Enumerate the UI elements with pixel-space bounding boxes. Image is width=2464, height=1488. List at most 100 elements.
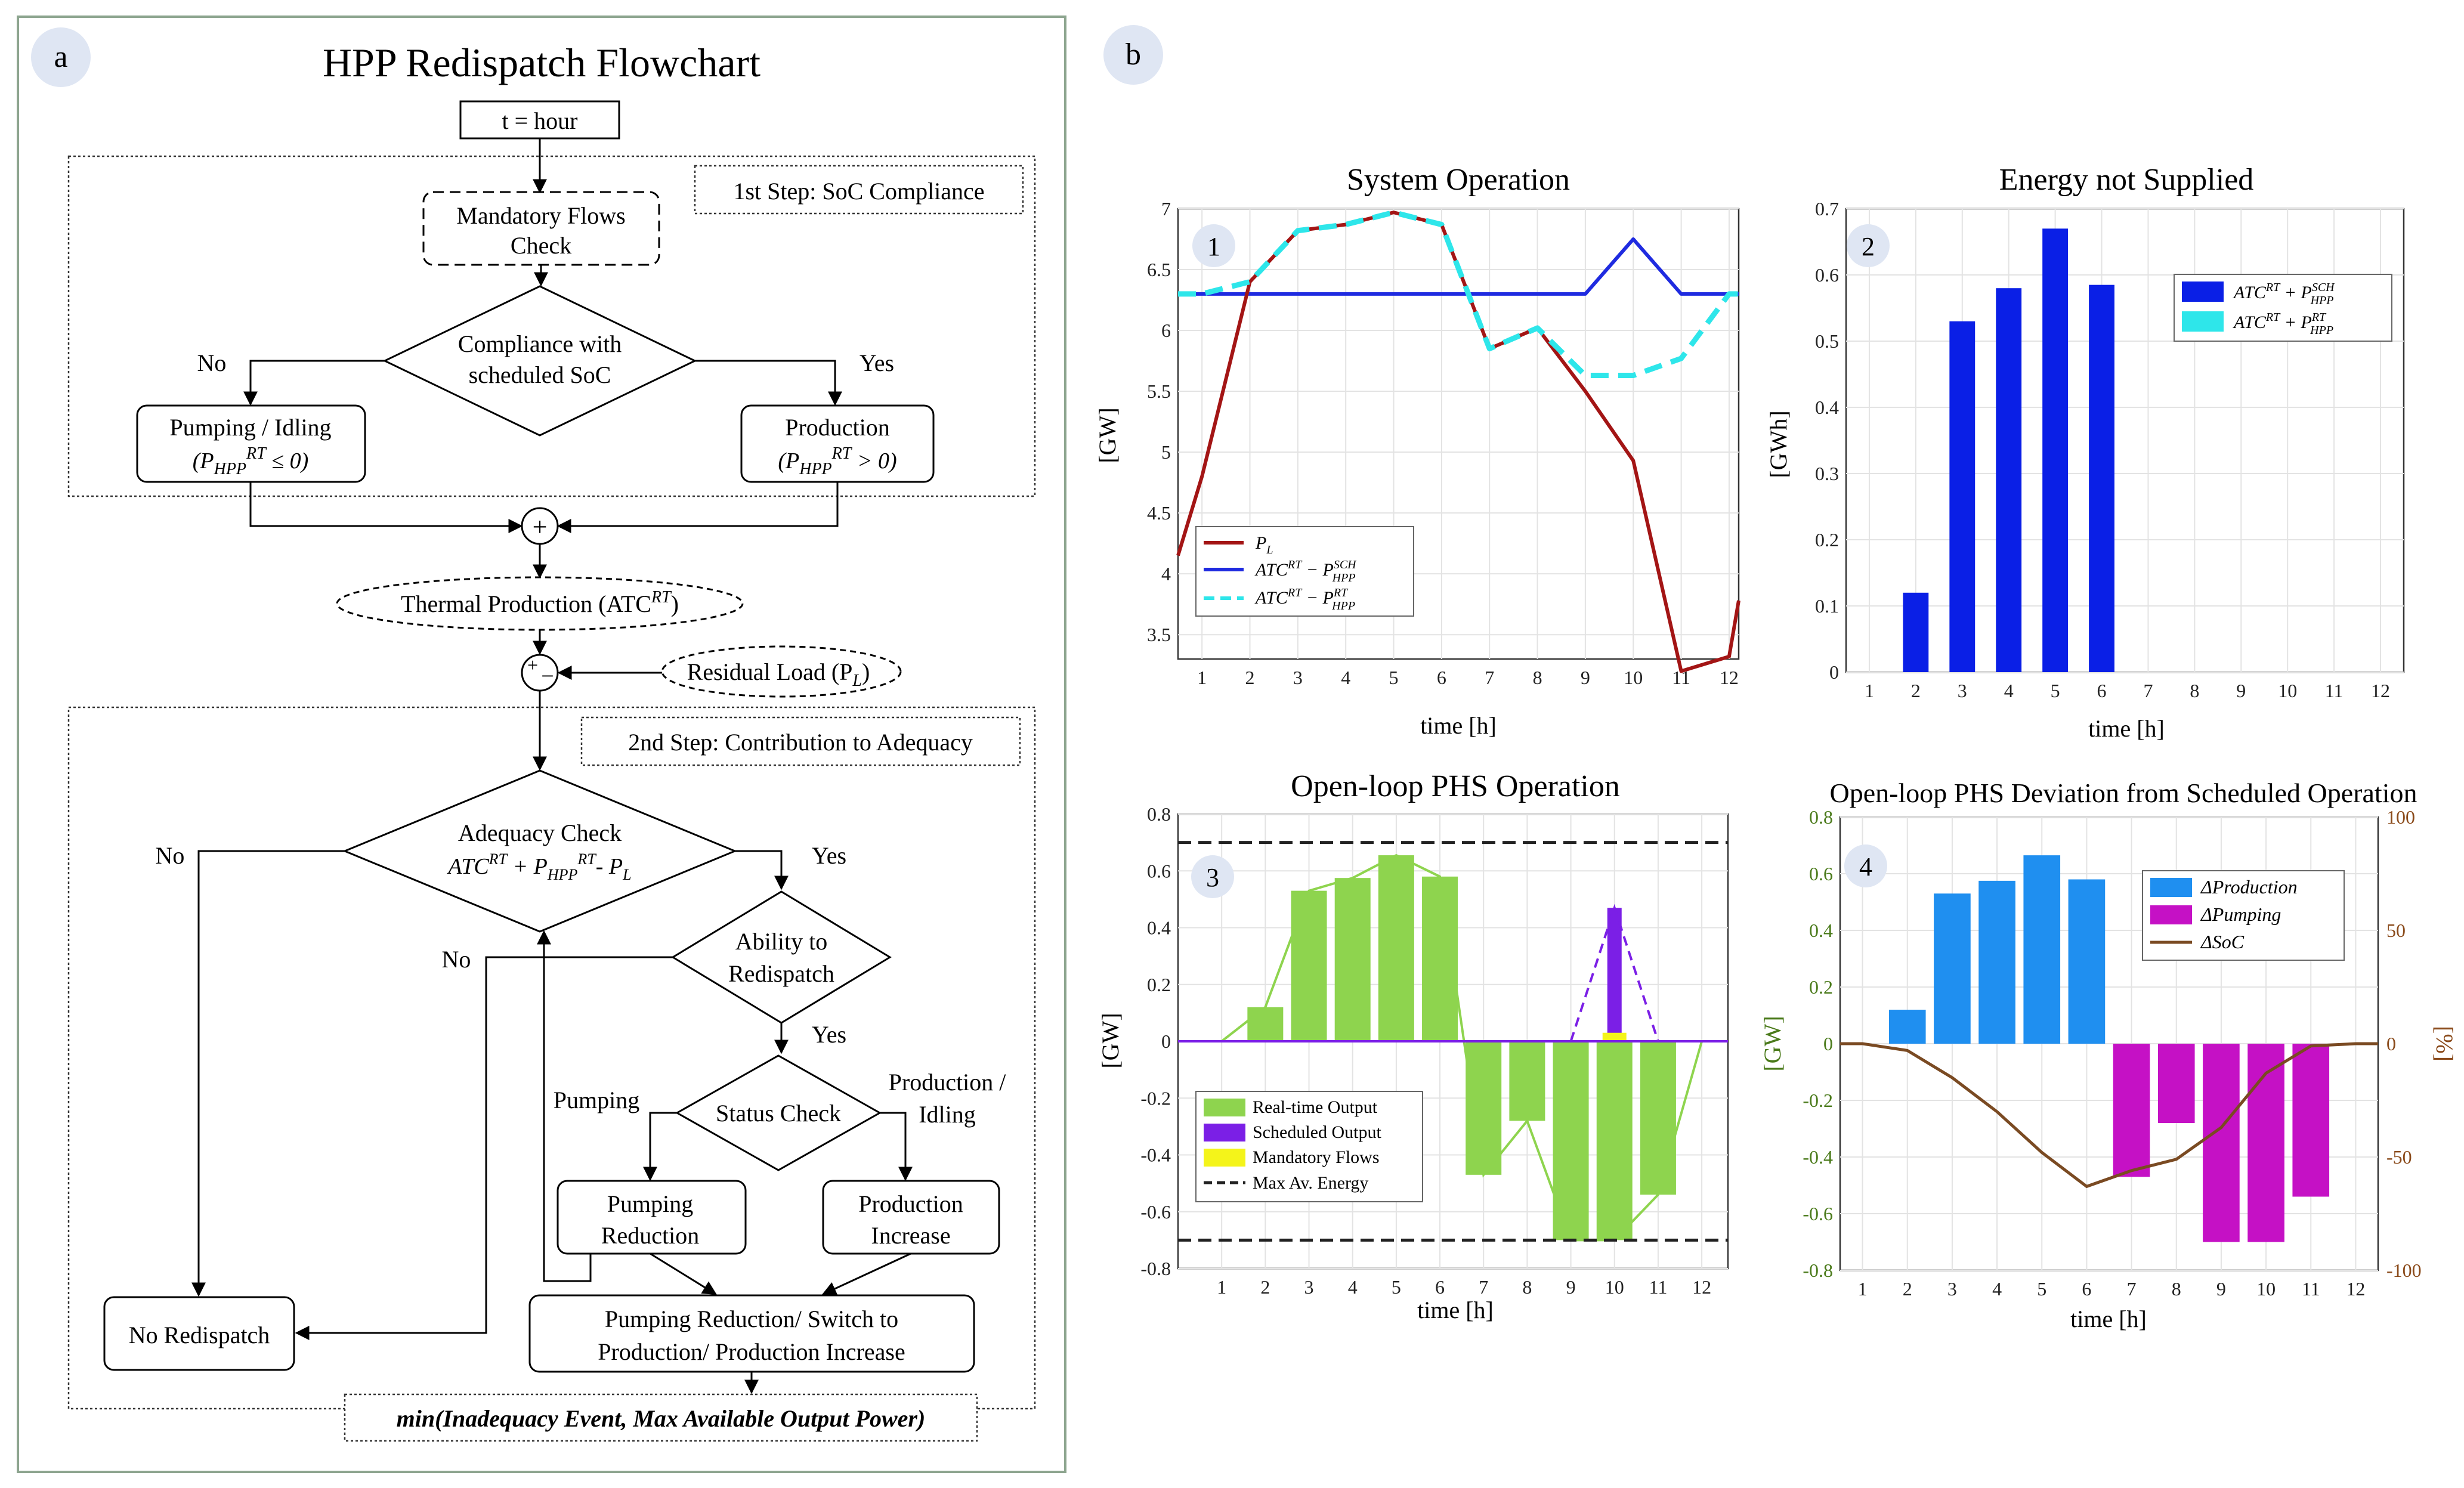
mandatory-flows-line2: Check: [511, 232, 571, 259]
x-tick-label: 12: [1692, 1276, 1711, 1298]
x-tick-label: 5: [1389, 667, 1399, 688]
x-tick-label: 5: [2037, 1278, 2046, 1300]
chart3-badge-label: 3: [1206, 863, 1219, 892]
legend-swatch-mandatory: [1204, 1149, 1245, 1167]
no-redispatch-label: No Redispatch: [129, 1322, 270, 1348]
x-tick-label: 10: [1624, 667, 1643, 688]
x-tick-label: 1: [1865, 680, 1874, 701]
y-tick-label: 0.6: [1809, 863, 1833, 884]
start-node-label: t = hour: [502, 107, 578, 134]
scheduled-profile-line: [1569, 904, 1659, 1042]
adequacy-no-label: No: [156, 842, 185, 869]
compliance-decision: [382, 285, 697, 437]
chart3-xlabel: time [h]: [1417, 1297, 1494, 1323]
x-tick-label: 11: [2325, 680, 2344, 701]
thermal-production-label: Thermal Production (ATCRT): [401, 588, 679, 617]
x-tick-label: 3: [1293, 667, 1303, 688]
chart1-badge: [1192, 224, 1235, 267]
chart4-badge-label: 4: [1859, 852, 1872, 881]
y-tick-label: 5.5: [1147, 380, 1171, 402]
legend-label-scheduled: Scheduled Output: [1253, 1122, 1381, 1142]
status-production-label-2: Idling: [919, 1101, 976, 1128]
panel-b-badge-label: b: [1126, 38, 1141, 72]
difference-plus: +: [527, 654, 538, 676]
x-tick-label: 10: [1605, 1276, 1624, 1298]
status-decision: [675, 1054, 882, 1171]
bar-dprod-h4: [1978, 880, 2015, 1044]
y-tick-label: -0.4: [1803, 1146, 1833, 1168]
bar-realtime-h7: [1466, 1041, 1502, 1175]
y-tick-label: 0.7: [1815, 198, 1839, 219]
flowchart-title: HPP Redispatch Flowchart: [323, 40, 760, 85]
legend-swatch-rt-bar: [2182, 311, 2224, 332]
legend-swatch-scheduled: [1204, 1124, 1245, 1141]
bar-ens-h6: [2089, 284, 2114, 672]
legend-swatch-dpump: [2150, 905, 2192, 924]
chart3-ylabel: [GW]: [1097, 1013, 1124, 1068]
y-tick-label: 7: [1161, 198, 1171, 219]
y-right-tick-label: -100: [2386, 1260, 2422, 1281]
chart4-ylabel-right: [%]: [2431, 1026, 2458, 1062]
chart2-ylabel: [GWh]: [1765, 410, 1792, 478]
adequacy-yes-label: Yes: [812, 842, 846, 869]
x-tick-label: 4: [1992, 1278, 2002, 1300]
chart1-ylabel: [GW]: [1094, 407, 1121, 463]
compliance-yes-label: Yes: [860, 349, 894, 376]
x-tick-label: 2: [1911, 680, 1921, 701]
x-tick-label: 9: [1581, 667, 1590, 688]
ability-line2: Redispatch: [728, 960, 834, 987]
chart3-title: Open-loop PHS Operation: [1291, 769, 1620, 803]
y-tick-label: -0.2: [1140, 1087, 1171, 1109]
bar-dpump-h11: [2292, 1044, 2330, 1197]
x-tick-label: 7: [1485, 667, 1494, 688]
x-tick-label: 6: [1437, 667, 1446, 688]
x-tick-label: 1: [1858, 1278, 1868, 1300]
y-right-tick-label: 100: [2386, 806, 2415, 828]
y-tick-label: 0.3: [1815, 463, 1839, 484]
step1-region: [67, 155, 1036, 497]
x-tick-label: 2: [1245, 667, 1255, 688]
y-tick-label: 3.5: [1147, 624, 1171, 645]
panel-b-badge: [1103, 25, 1163, 85]
x-tick-label: 1: [1217, 1276, 1226, 1298]
chart3-badge: [1191, 855, 1234, 898]
status-label: Status Check: [716, 1100, 841, 1127]
x-tick-label: 8: [2172, 1278, 2181, 1300]
x-tick-label: 11: [2302, 1278, 2320, 1300]
chart4-title: Open-loop PHS Deviation from Scheduled O…: [1830, 778, 2417, 808]
x-tick-label: 3: [1304, 1276, 1314, 1298]
dsoc-line: [1840, 1042, 2378, 1189]
ability-no-label: No: [442, 946, 471, 973]
y-tick-label: 0.6: [1147, 860, 1171, 881]
x-tick-label: 9: [2236, 680, 2246, 701]
x-tick-label: 8: [1522, 1276, 1532, 1298]
switch-line1: Pumping Reduction/ Switch to: [605, 1306, 898, 1332]
legend-label-dpump: ΔPumping: [2200, 904, 2281, 925]
chart3-legend: Real-time Output Scheduled Output Mandat…: [1195, 1091, 1423, 1202]
y-tick-label: 0.4: [1147, 917, 1171, 939]
legend-swatch-sch-bar: [2182, 281, 2224, 302]
legend-label-dprod: ΔProduction: [2200, 876, 2298, 898]
chart4-ylabel: [GW]: [1759, 1016, 1786, 1071]
x-tick-label: 8: [2190, 680, 2199, 701]
bar-ens-h2: [1903, 592, 1929, 672]
bar-dpump-h7: [2113, 1044, 2150, 1177]
y-tick-label: 0.5: [1815, 330, 1839, 352]
x-tick-label: 4: [1341, 667, 1350, 688]
min-output-label: min(Inadequacy Event, Max Available Outp…: [397, 1405, 926, 1432]
bar-dpump-h9: [2203, 1044, 2240, 1242]
status-production-label-1: Production /: [889, 1069, 1007, 1096]
step2-label-box: [580, 716, 1021, 766]
y-right-tick-label: -50: [2386, 1146, 2412, 1168]
compliance-line1: Compliance with: [458, 330, 622, 357]
bar-realtime-h2: [1247, 1007, 1284, 1041]
step1-label: 1st Step: SoC Compliance: [733, 178, 984, 205]
chart2-xlabel: time [h]: [2088, 715, 2165, 742]
flowchart-panel: a HPP Redispatch Flowchart t = hour 1st …: [17, 16, 1066, 1473]
bar-dprod-h3: [1934, 893, 1971, 1044]
panel-a-badge-label: a: [54, 40, 67, 74]
